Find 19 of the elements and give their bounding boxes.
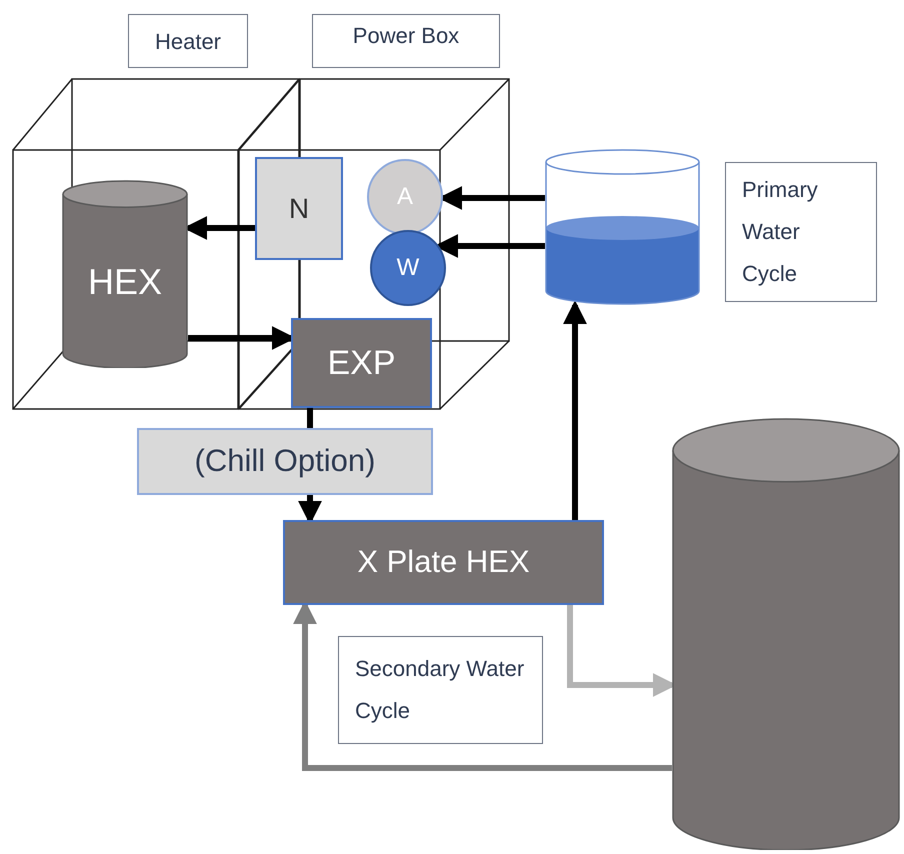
process-box xyxy=(137,428,433,495)
box-label: EXP xyxy=(327,342,396,384)
tank-label: HEX xyxy=(88,260,162,304)
process-box xyxy=(283,520,604,605)
box-label: Heater xyxy=(154,28,222,56)
box-label: Power Box xyxy=(352,22,460,50)
process-box xyxy=(255,157,343,260)
label-box xyxy=(725,162,877,302)
box-label: (Chill Option) xyxy=(194,442,376,480)
circle-label: W xyxy=(396,253,420,283)
label-box xyxy=(312,14,500,68)
label-box xyxy=(128,14,248,68)
label-box xyxy=(338,636,543,744)
box-label: N xyxy=(288,192,310,226)
process-box xyxy=(291,318,432,408)
box-label: Secondary Water Cycle xyxy=(355,655,526,725)
box-label: X Plate HEX xyxy=(357,543,530,582)
box-label: Primary Water Cycle xyxy=(742,176,819,288)
arrow xyxy=(563,300,587,520)
